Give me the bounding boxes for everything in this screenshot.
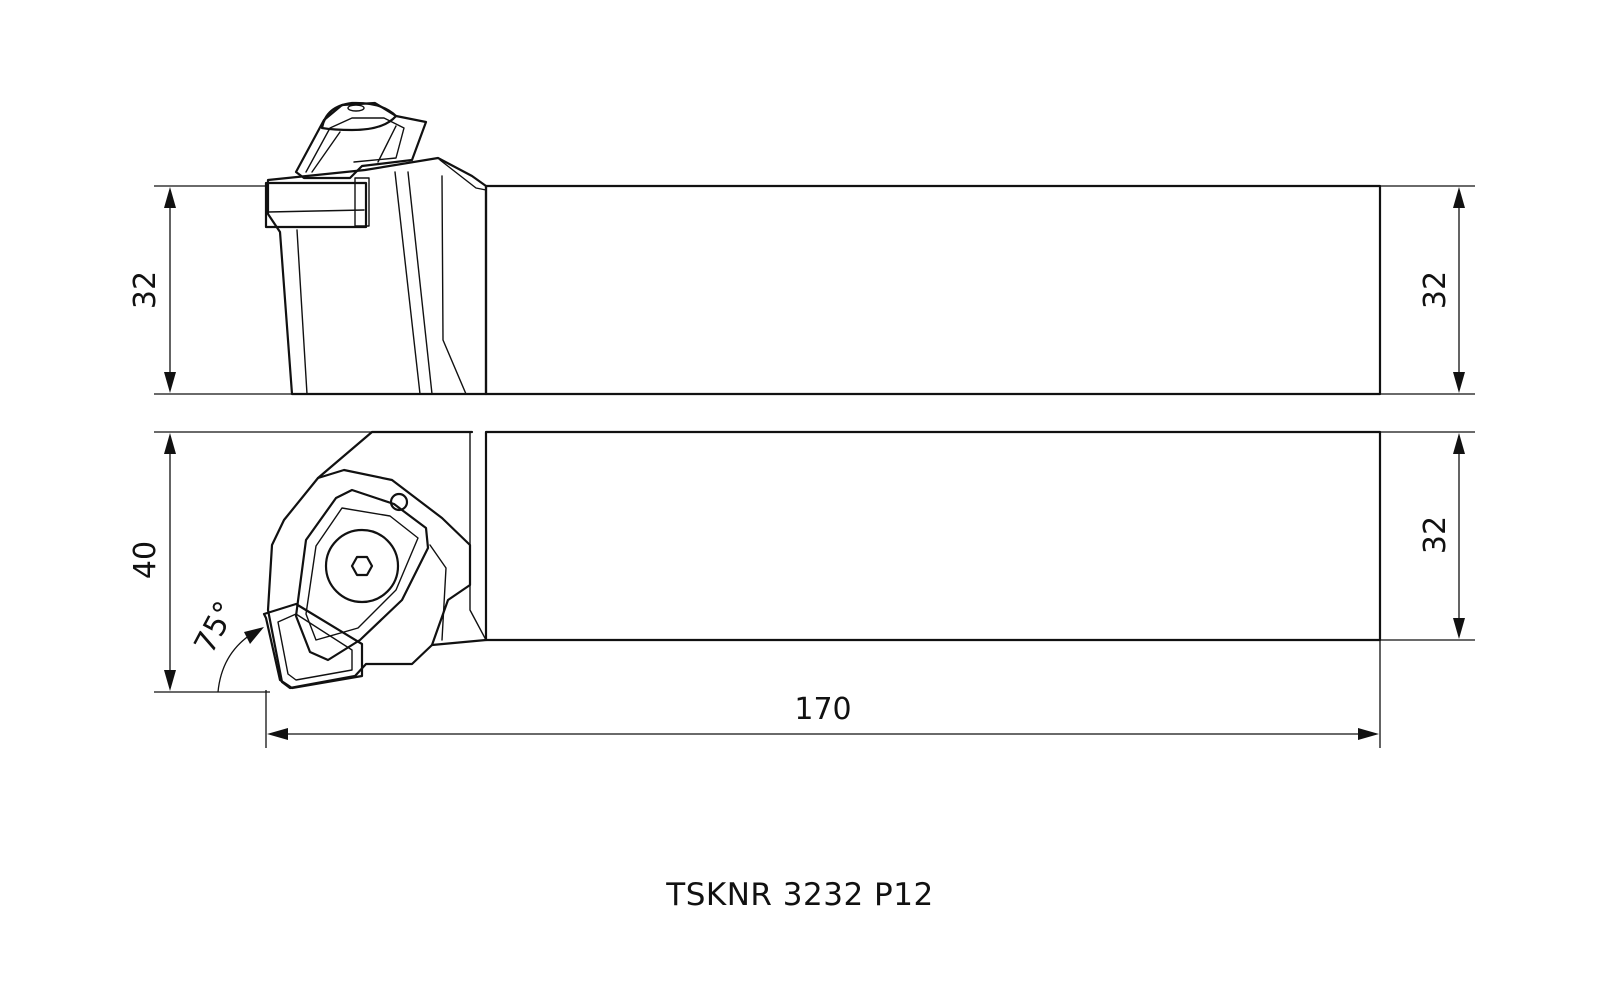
bottom-clamp-inner: [305, 507, 419, 641]
arrow-bottom-right-down: [1453, 618, 1465, 639]
bottom-head-front-step: [469, 431, 487, 641]
top-screw-socket: [347, 104, 365, 112]
bottom-screw-hex-socket: [350, 555, 374, 577]
bottom-insert: [262, 602, 364, 690]
top-head-relief: [441, 175, 467, 395]
dim-text-length: 170: [794, 692, 851, 727]
dim-text-bottom-left: 40: [128, 541, 163, 579]
arrow-top-left-down: [164, 372, 176, 393]
bottom-pin: [389, 492, 409, 512]
dim-text-top-left: 32: [128, 271, 163, 309]
top-insert-step: [354, 177, 370, 227]
top-clamp-outline: [294, 101, 428, 180]
bottom-shank-body: [484, 430, 1382, 642]
top-clamp-inner-3: [377, 125, 397, 163]
bottom-clamp-pocket-inner: [429, 544, 447, 641]
top-head-chamfer: [439, 159, 487, 191]
arrow-length-right: [1358, 728, 1379, 740]
dim-text-angle: 75°: [188, 596, 244, 659]
top-insert-line: [267, 209, 365, 213]
arrow-length-left: [267, 728, 288, 740]
top-head-inner-line-2: [394, 171, 421, 395]
arrow-angle: [244, 627, 264, 644]
top-head-outline: [266, 156, 488, 396]
top-head-inner-line-3: [407, 171, 433, 395]
arrow-bottom-left-down: [164, 670, 176, 691]
bottom-view: 40 32 170 75°: [128, 430, 1475, 748]
arrow-top-right-down: [1453, 372, 1465, 393]
top-head-inner-line: [296, 229, 308, 395]
arrow-bottom-right-up: [1453, 433, 1465, 454]
top-view: 32 32: [128, 101, 1475, 396]
arrow-top-left-up: [164, 187, 176, 208]
dim-text-top-right: 32: [1418, 271, 1453, 309]
bottom-insert-inner: [277, 613, 353, 681]
bottom-head-outline: [266, 430, 488, 690]
drawing-caption: TSKNR 3232 P12: [666, 877, 934, 913]
dim-text-bottom-right: 32: [1418, 516, 1453, 554]
top-screw-head: [320, 101, 398, 132]
bottom-screw-head: [324, 528, 400, 604]
top-clamp-inner-2: [311, 131, 341, 173]
bottom-clamp-outline: [294, 488, 430, 662]
arrow-bottom-left-up: [164, 433, 176, 454]
top-shank-body: [484, 184, 1382, 396]
bottom-clamp-pocket: [316, 468, 472, 647]
arrow-top-right-up: [1453, 187, 1465, 208]
top-insert: [264, 181, 368, 229]
